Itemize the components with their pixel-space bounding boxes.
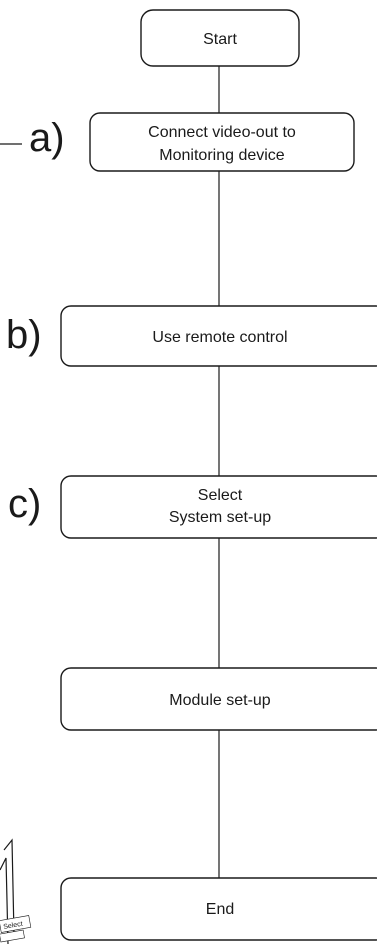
select-line1: Select: [198, 487, 243, 504]
start-node: Start: [140, 9, 300, 67]
end-node: End: [60, 877, 377, 941]
connect-video-node: Connect video-out to Monitoring device: [89, 112, 355, 172]
end-label: End: [206, 901, 234, 918]
corner-select-label: Select: [3, 921, 23, 931]
remote-control-node: Use remote control: [60, 305, 377, 367]
remote-control-label: Use remote control: [152, 329, 287, 346]
connect-video-line2: Monitoring device: [159, 147, 285, 164]
corner-sketch: Select: [0, 838, 32, 944]
select-system-node: Select System set-up: [60, 475, 377, 539]
step-b-marker: b): [6, 313, 42, 357]
module-setup-label: Module set-up: [169, 692, 270, 709]
start-label: Start: [203, 31, 237, 48]
connect-video-line1: Connect video-out to: [148, 124, 296, 141]
select-line2: System set-up: [169, 509, 271, 526]
step-a-marker: a): [29, 116, 65, 160]
module-setup-node: Module set-up: [60, 667, 377, 731]
step-c-marker: c): [8, 482, 41, 526]
